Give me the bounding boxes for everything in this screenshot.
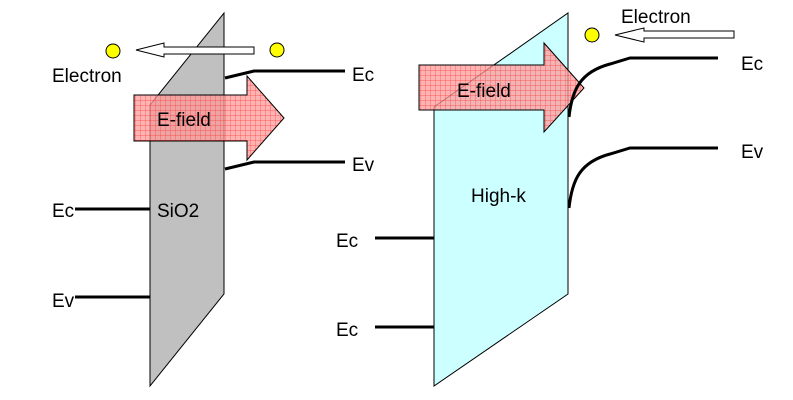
sio2-panel: Ec Ev Ec Ev Electron E-field SiO2	[52, 11, 375, 388]
sio2-electron-arrow-icon	[135, 42, 255, 58]
sio2-right-ec-label: Ec	[352, 65, 374, 86]
high-k-efield-label: E-field	[457, 81, 511, 102]
high-k-electron-icon	[584, 27, 600, 43]
sio2-right-ev-label: Ev	[352, 155, 375, 176]
high-k-efield-arrow-icon	[418, 41, 585, 134]
high-k-right-ev-band	[567, 146, 718, 209]
high-k-material-label: High-k	[471, 186, 526, 207]
sio2-left-ec-label: Ec	[52, 201, 74, 222]
sio2-right-ev-band	[224, 160, 345, 171]
high-k-panel: Ec Ec E-field Ec Ev Electron High-k	[336, 7, 764, 387]
sio2-electron-left-icon	[105, 43, 121, 59]
high-k-left-ec-label-bottom: Ec	[336, 320, 358, 341]
high-k-electron-label: Electron	[621, 7, 691, 28]
high-k-left-ec-label-top: Ec	[336, 231, 358, 252]
high-k-right-ec-label: Ec	[741, 54, 763, 75]
sio2-efield-arrow-icon	[133, 74, 285, 162]
sio2-left-ev-label: Ev	[52, 291, 75, 312]
sio2-oxide-layer	[149, 11, 225, 388]
sio2-electron-label: Electron	[52, 66, 122, 87]
sio2-electron-right-icon	[269, 42, 285, 58]
high-k-right-ev-label: Ev	[741, 142, 764, 163]
high-k-right-ec-band	[567, 56, 718, 118]
sio2-right-ec-band	[224, 69, 345, 80]
sio2-material-label: SiO2	[157, 201, 199, 222]
sio2-efield-label: E-field	[157, 110, 211, 131]
high-k-electron-arrow-icon	[614, 27, 735, 43]
